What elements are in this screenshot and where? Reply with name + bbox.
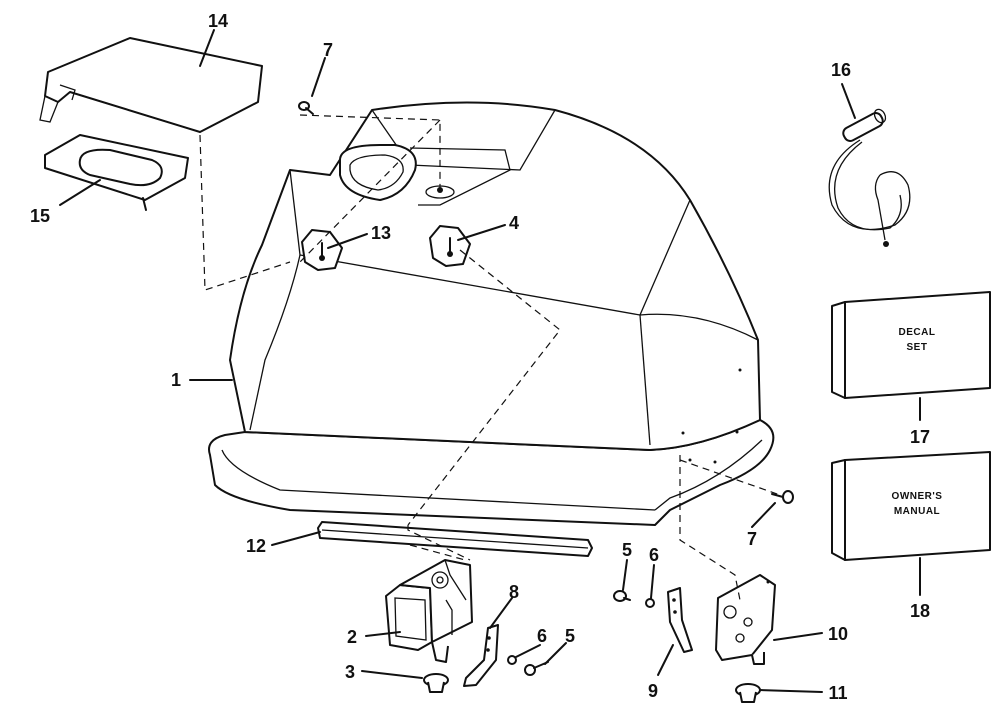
callout-1: 1 bbox=[171, 370, 181, 390]
decal-set-box: DECAL SET bbox=[831, 291, 991, 399]
callout-7-top: 7 bbox=[323, 40, 333, 60]
leader-lines bbox=[59, 29, 921, 693]
callout-12: 12 bbox=[246, 536, 266, 556]
rubber-plug-11 bbox=[735, 683, 761, 703]
screw-7-top bbox=[298, 101, 314, 115]
callout-17: 17 bbox=[910, 427, 930, 447]
part-number-labels: 14 15 7 16 13 4 1 17 7 18 12 5 6 8 6 5 2… bbox=[30, 11, 930, 703]
manual-box-line1: OWNER'S bbox=[892, 491, 943, 502]
callout-6-left: 6 bbox=[537, 626, 547, 646]
washer-6-right bbox=[645, 598, 655, 608]
callout-18: 18 bbox=[910, 601, 930, 621]
callout-9: 9 bbox=[648, 681, 658, 701]
choke-cable bbox=[828, 108, 911, 247]
washer-6-left bbox=[507, 655, 517, 665]
assembly-lines bbox=[199, 114, 781, 601]
hood-gasket bbox=[44, 134, 189, 211]
callout-15: 15 bbox=[30, 206, 50, 226]
callout-2: 2 bbox=[347, 627, 357, 647]
latch-plate-10 bbox=[715, 574, 776, 665]
callout-10: 10 bbox=[828, 624, 848, 644]
callout-8: 8 bbox=[509, 582, 519, 602]
screw-5-right bbox=[613, 590, 631, 602]
callout-5-right: 5 bbox=[622, 540, 632, 560]
latch-bracket bbox=[385, 559, 473, 663]
callout-4: 4 bbox=[509, 213, 519, 233]
engine-cover bbox=[208, 101, 775, 526]
screw-7-right bbox=[771, 490, 794, 504]
bracket-plate-13 bbox=[301, 229, 343, 271]
callout-3: 3 bbox=[345, 662, 355, 682]
latch-lever-8 bbox=[463, 624, 499, 687]
bent-bracket-9 bbox=[667, 587, 693, 653]
bracket-plate-4 bbox=[429, 225, 471, 267]
callout-7-right: 7 bbox=[747, 529, 757, 549]
rubber-plug-3 bbox=[423, 673, 449, 693]
callout-16: 16 bbox=[831, 60, 851, 80]
top-hood-cover bbox=[39, 37, 263, 133]
callout-14: 14 bbox=[208, 11, 228, 31]
callout-6-right: 6 bbox=[649, 545, 659, 565]
owners-manual-box: OWNER'S MANUAL bbox=[831, 451, 991, 561]
callout-5-left: 5 bbox=[565, 626, 575, 646]
decal-box-line1: DECAL bbox=[899, 327, 936, 338]
callout-11: 11 bbox=[828, 683, 847, 703]
manual-box-line2: MANUAL bbox=[894, 506, 940, 517]
screw-5-left bbox=[524, 661, 549, 676]
seal-strip bbox=[317, 521, 593, 557]
callout-13: 13 bbox=[371, 223, 391, 243]
decal-box-line2: SET bbox=[907, 342, 928, 353]
